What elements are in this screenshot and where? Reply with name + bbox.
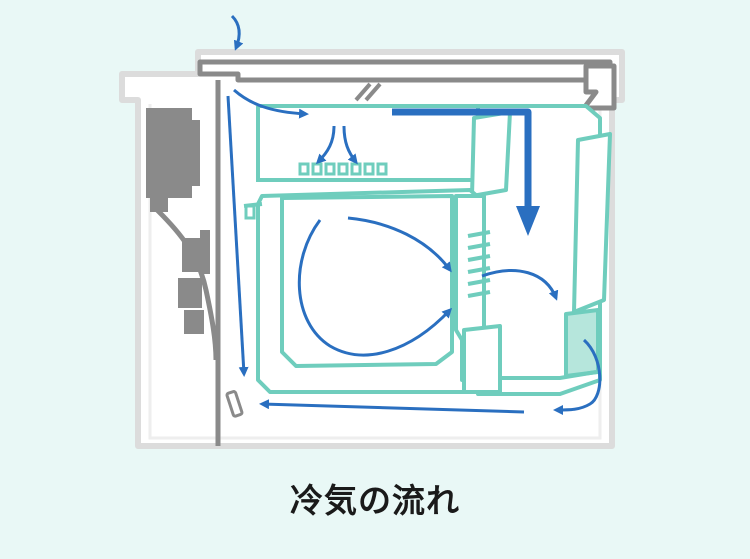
curved-arrow xyxy=(259,399,525,414)
airflow-arrows xyxy=(226,14,602,415)
curved-arrow xyxy=(342,125,358,165)
right-bin xyxy=(564,308,600,378)
rear-components xyxy=(146,108,219,361)
curved-arrow xyxy=(233,88,309,119)
storage-containers xyxy=(225,104,612,418)
top-rail xyxy=(197,59,613,83)
top-vent xyxy=(354,82,382,102)
curved-arrow xyxy=(315,125,336,165)
vent-holes xyxy=(298,162,388,176)
thick-down-arrow-icon xyxy=(392,108,532,218)
side-handle xyxy=(572,132,612,314)
drawer-grill xyxy=(467,230,491,298)
diagram-caption: 冷気の流れ xyxy=(290,481,460,520)
curved-arrow xyxy=(481,269,559,301)
curved-arrow xyxy=(230,14,244,51)
top-rail-bracket xyxy=(581,63,617,111)
drain-tag xyxy=(225,390,244,418)
curved-arrow xyxy=(297,219,453,357)
curved-arrow xyxy=(347,216,452,273)
curved-arrow xyxy=(226,95,249,377)
drawer-inner-rim xyxy=(280,194,454,368)
main-flow-arrow xyxy=(392,108,540,236)
curved-arrow xyxy=(553,338,602,415)
